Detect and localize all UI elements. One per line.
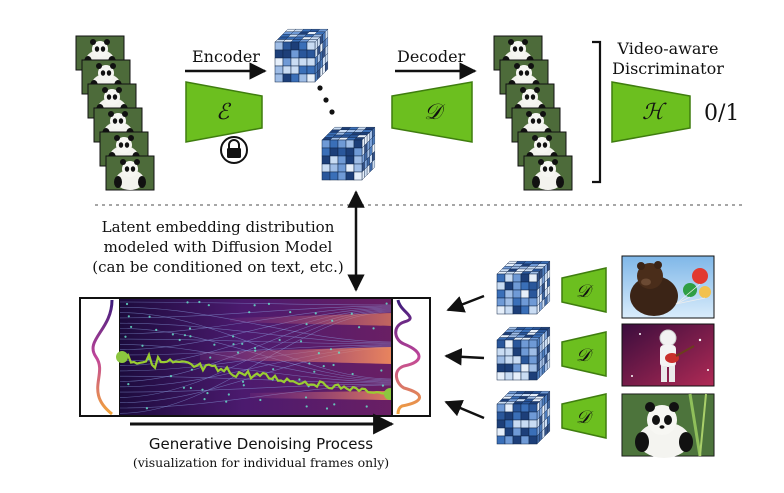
sample-arrow-2 xyxy=(444,348,485,366)
input-video-frames xyxy=(75,35,155,191)
decoded-video-frames xyxy=(493,35,573,191)
bear-balloons-icon xyxy=(621,255,715,319)
process-note: (visualization for individual frames onl… xyxy=(133,455,389,470)
frames-bracket xyxy=(592,40,602,184)
decoder-symbol: 𝒟 xyxy=(576,281,594,302)
generated-samples: 𝒟 𝒟 𝒟 xyxy=(444,255,715,458)
decoder-label: Decoder xyxy=(397,47,466,66)
ellipsis-dots xyxy=(317,85,335,115)
diffusion-visualization xyxy=(79,297,431,417)
latent-cube-icon xyxy=(496,260,551,315)
encoder-block xyxy=(185,81,263,143)
latent-cube-icon xyxy=(496,326,551,381)
encoder-label: Encoder xyxy=(192,47,260,66)
decoder-block-sample-1 xyxy=(561,267,607,313)
encoder-symbol: ℰ xyxy=(216,100,232,125)
lock-icon xyxy=(220,136,248,164)
data-distribution-box xyxy=(391,297,431,417)
sample-arrow-1 xyxy=(446,294,485,313)
start-point xyxy=(116,351,128,363)
decoder-block xyxy=(391,81,473,143)
prior-gaussian-curve xyxy=(91,299,114,416)
latent-caption-line2: modeled with Diffusion Model xyxy=(104,238,333,256)
discriminator-symbol: ℋ xyxy=(642,100,667,125)
latent-cube-icon xyxy=(321,126,376,181)
astronaut-guitar-icon xyxy=(621,323,715,387)
denoising-trajectory xyxy=(121,351,390,396)
latent-caption-line3: (can be conditioned on text, etc.) xyxy=(92,258,343,276)
decoder-symbol: 𝒟 xyxy=(576,345,594,366)
discriminator-output: 0/1 xyxy=(704,101,739,126)
decoder-symbol: 𝒟 xyxy=(576,407,594,428)
panda-bamboo-icon xyxy=(621,393,715,458)
process-title: Generative Denoising Process xyxy=(149,435,373,453)
decoder-block-sample-2 xyxy=(561,331,607,377)
discriminator-title-line2: Discriminator xyxy=(612,59,724,78)
decoder-symbol: 𝒟 xyxy=(424,100,446,125)
decoder-block-sample-3 xyxy=(561,393,607,439)
discriminator-title-line1: Video-aware xyxy=(616,39,718,58)
discriminator-block xyxy=(611,81,691,143)
data-multimodal-curve xyxy=(394,299,421,415)
latent-cube-icon xyxy=(496,390,551,445)
latent-caption-line1: Latent embedding distribution xyxy=(102,218,335,236)
latent-cube-icon xyxy=(274,28,329,83)
sample-arrow-3 xyxy=(444,400,485,420)
